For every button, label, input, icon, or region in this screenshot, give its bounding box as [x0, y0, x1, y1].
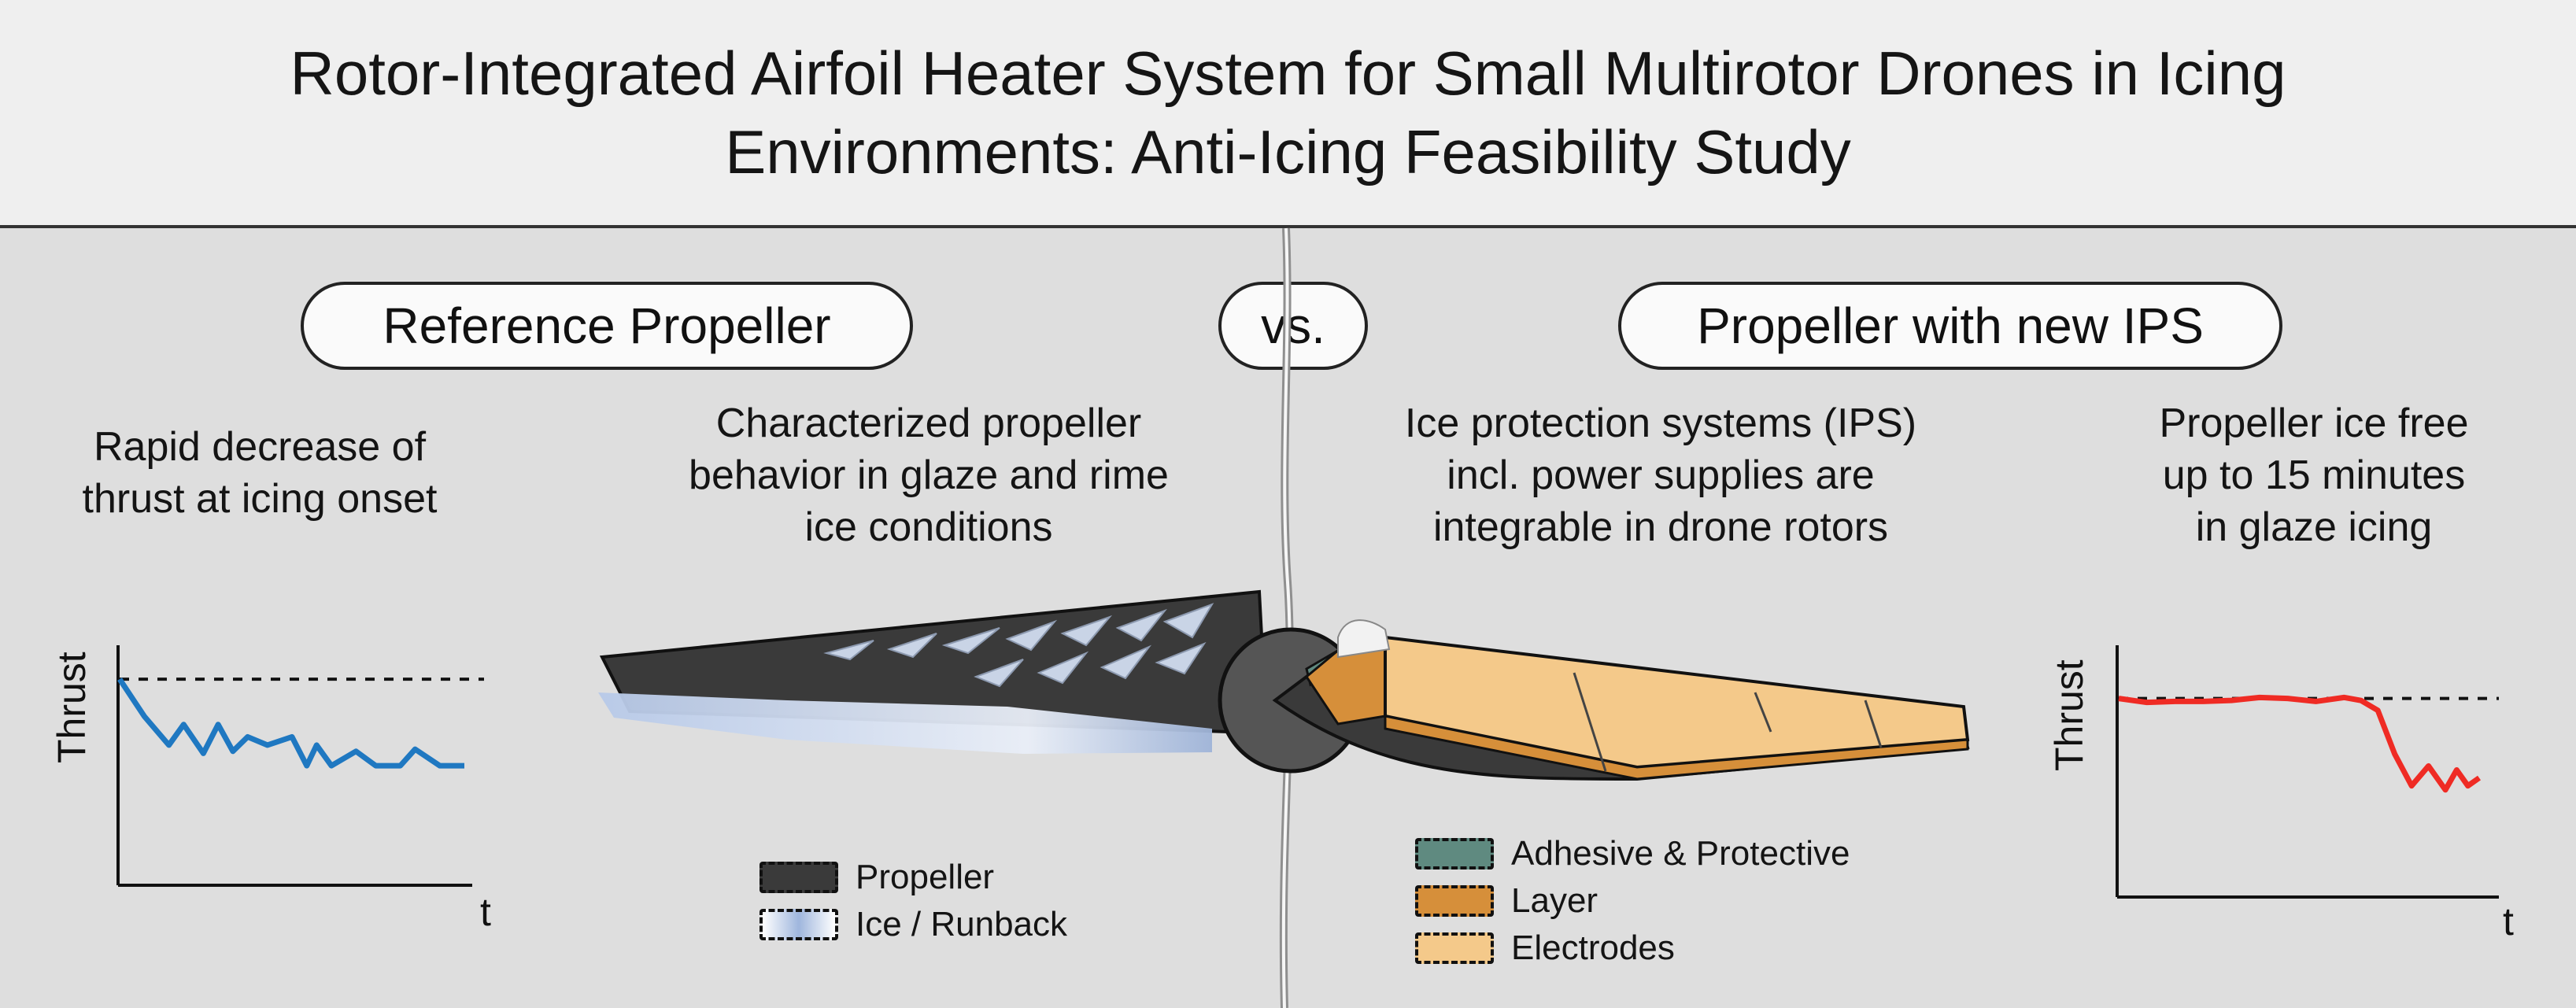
title-line-1: Rotor-Integrated Airfoil Heater System f…: [290, 39, 2286, 108]
ice-runback: [598, 692, 1212, 754]
legend-layer-swatch: [1415, 885, 1494, 917]
caption-line: Propeller ice free: [2159, 401, 2469, 446]
legend-ice-label: Ice / Runback: [856, 905, 1068, 943]
caption-characterized-behavior: Characterized propeller behavior in glaz…: [614, 397, 1244, 553]
legend-propeller-label: Propeller: [856, 858, 995, 896]
caption-line: thrust at icing onset: [82, 476, 438, 522]
caption-line: Characterized propeller: [715, 401, 1142, 446]
title-line-2: Environments: Anti-Icing Feasibility Stu…: [725, 117, 1851, 186]
legend-ice: Ice / Runback: [759, 905, 1067, 944]
ips-thrust-chart: [2116, 645, 2499, 899]
main-panel: Reference Propeller vs. Propeller with n…: [0, 227, 2576, 1008]
caption-line: Ice protection systems (IPS): [1404, 401, 1917, 446]
legend-ice-swatch: [759, 909, 838, 940]
ice-streaks: [823, 603, 1214, 688]
caption-line: Rapid decrease of: [93, 424, 427, 470]
caption-line: integrable in drone rotors: [1432, 504, 1889, 550]
caption-line: incl. power supplies are: [1447, 452, 1875, 498]
legend-propeller: Propeller: [759, 858, 994, 897]
reference-propeller-pill: Reference Propeller: [301, 282, 913, 370]
legend-propeller-swatch: [759, 862, 838, 893]
thrust-series-line: [2118, 694, 2482, 793]
legend-adhesive: Adhesive & Protective: [1415, 834, 1850, 873]
caption-ips-integrable: Ice protection systems (IPS) incl. power…: [1322, 397, 1999, 553]
caption-line: behavior in glaze and rime: [689, 452, 1169, 498]
legend-adhesive-swatch: [1415, 838, 1494, 870]
caption-line: ice conditions: [804, 504, 1053, 550]
caption-line: in glaze icing: [2195, 504, 2433, 550]
legend-electrodes-swatch: [1415, 932, 1494, 964]
caption-thrust-decrease: Rapid decrease of thrust at icing onset: [31, 421, 488, 525]
vs-pill: vs.: [1218, 282, 1368, 370]
chart1-ylabel: Thrust: [2047, 659, 2091, 771]
caption-ice-free: Propeller ice free up to 15 minutes in g…: [2078, 397, 2550, 553]
legend-adhesive-label: Adhesive & Protective: [1511, 834, 1850, 873]
title-band: Rotor-Integrated Airfoil Heater System f…: [0, 0, 2576, 228]
caption-line: up to 15 minutes: [2162, 452, 2466, 498]
vs-label: vs.: [1261, 297, 1325, 354]
ips-propeller-pill: Propeller with new IPS: [1618, 282, 2282, 370]
legend-electrodes-label: Electrodes: [1511, 929, 1675, 967]
chart1-xlabel: t: [2503, 899, 2514, 943]
chart0-xlabel: t: [480, 890, 491, 934]
legend-electrodes: Electrodes: [1415, 929, 1675, 968]
propeller-illustration: [598, 227, 1970, 1008]
legend-layer-label: Layer: [1511, 881, 1598, 920]
ips-propeller-label: Propeller with new IPS: [1697, 297, 2204, 354]
legend-layer: Layer: [1415, 881, 1598, 921]
thrust-series-line: [117, 678, 464, 769]
reference-propeller-label: Reference Propeller: [383, 297, 831, 354]
page-title: Rotor-Integrated Airfoil Heater System f…: [108, 34, 2469, 191]
reference-thrust-chart: [116, 645, 484, 887]
